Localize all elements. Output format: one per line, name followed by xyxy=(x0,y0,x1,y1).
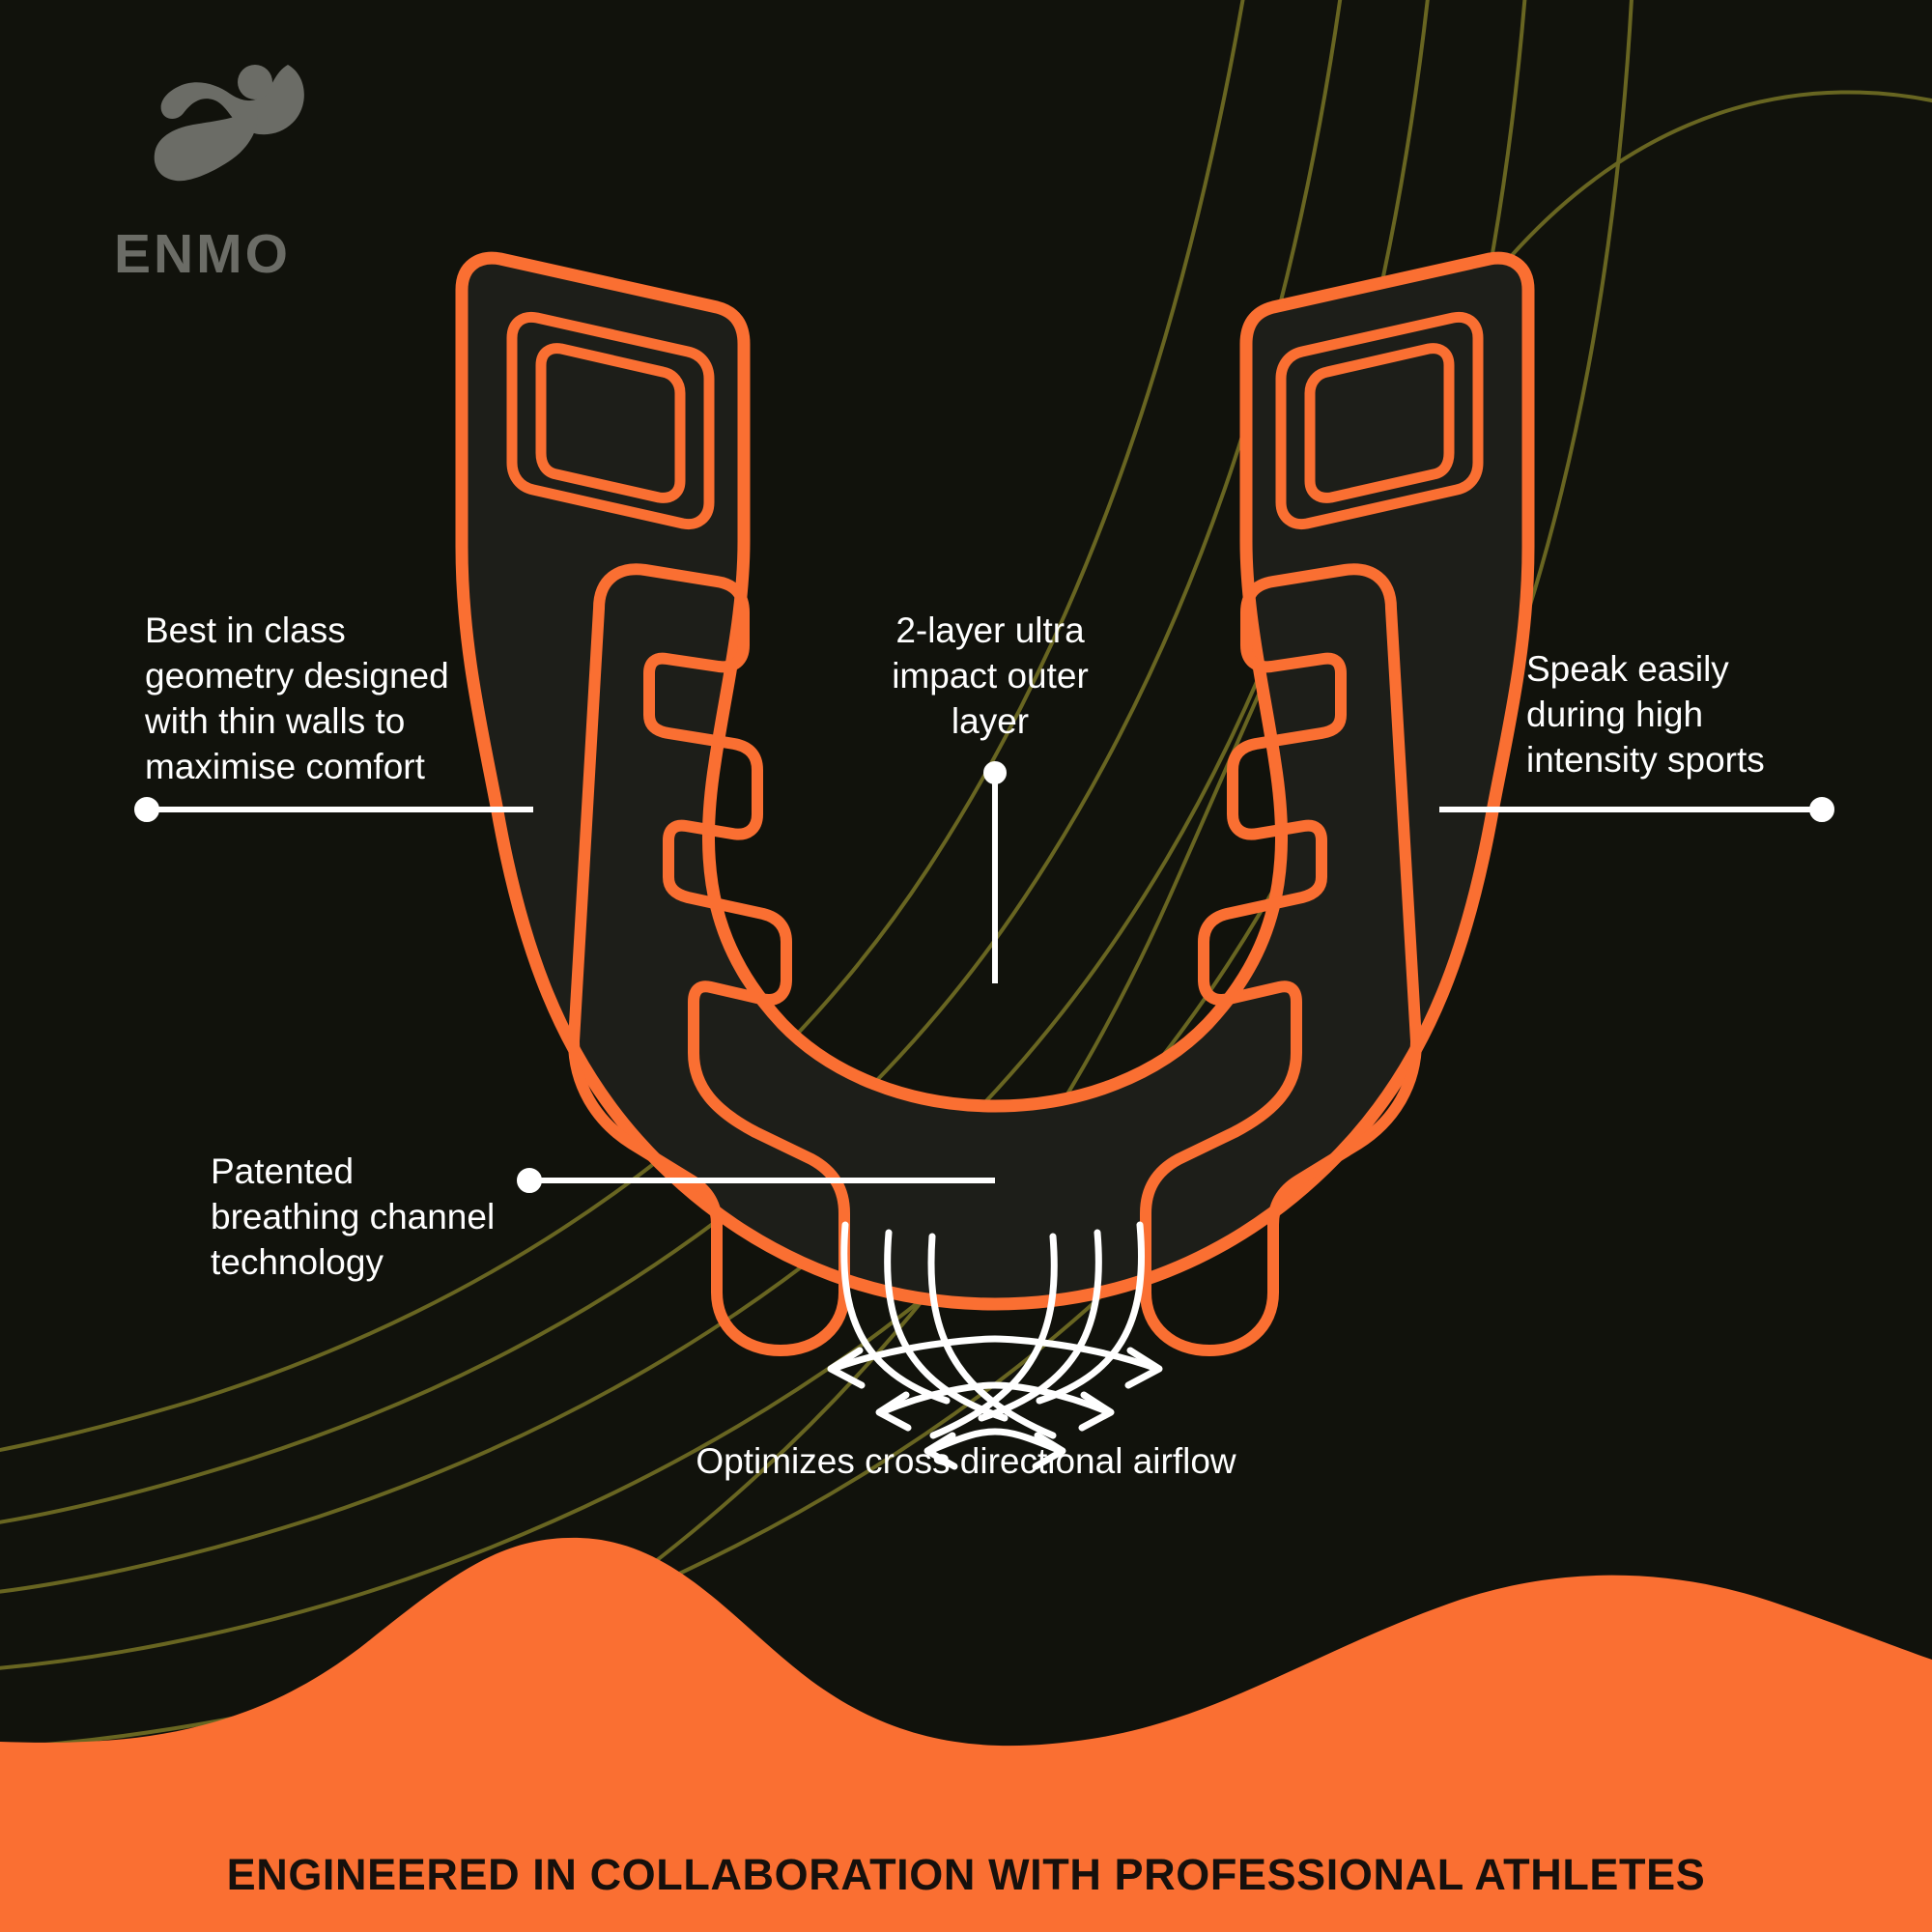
airflow-arrowheads xyxy=(827,1347,1163,1470)
right-breathing-channel xyxy=(1140,563,1422,1356)
bottom-banner-text: ENGINEERED IN COLLABORATION WITH PROFESS… xyxy=(226,1850,1706,1899)
left-arm-nested-frames xyxy=(506,311,715,530)
airflow-curves xyxy=(829,1221,1161,1455)
brand-logo: ENMO xyxy=(114,53,365,282)
callout-airflow: Optimizes cross directional airflow xyxy=(696,1441,1236,1481)
callout-breathing: Patented breathing channel technology xyxy=(211,1151,496,1282)
right-arm-nested-frames xyxy=(1275,311,1484,530)
enmo-swoosh-logo-icon xyxy=(154,65,304,182)
callout-speak: Speak easily during high intensity sport… xyxy=(1526,649,1765,780)
left-breathing-channel xyxy=(568,563,850,1356)
leader-lines xyxy=(134,761,1834,1193)
callout-geometry: Best in class geometry designed with thi… xyxy=(145,611,449,786)
callout-outer-layer: 2-layer ultra impact outer layer xyxy=(892,611,1089,741)
brand-wordmark: ENMO xyxy=(114,223,291,285)
